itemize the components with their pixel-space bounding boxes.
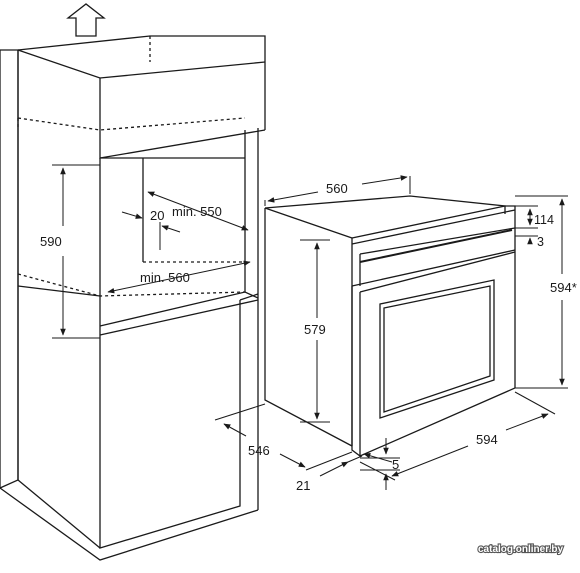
oven-width-label: 594 [476,432,498,447]
oven-panel-top-label: 114 [534,213,554,227]
up-arrow-icon [66,3,106,37]
oven-bottom-gap-label: 5 [392,457,399,472]
oven-front-depth-label: 546 [248,443,270,458]
oven-panel-gap-label: 3 [537,235,544,249]
cabinet-height-label: 590 [40,234,62,249]
cabinet-width-label: min. 560 [140,270,190,285]
cabinet-dimensions [52,164,251,339]
oven-drawing [264,195,516,457]
oven-depth-label: 560 [326,181,348,196]
cabinet-depth-label: min. 550 [172,204,222,219]
cabinet-offset-label: 20 [150,208,164,223]
oven-door-thickness-label: 21 [296,478,310,493]
oven-height-label: 579 [304,322,326,337]
oven-total-height-label: 594* [550,280,577,295]
oven-dimensions [214,175,568,490]
watermark: catalog.onliner.by [478,544,563,555]
cabinet-drawing [0,35,266,561]
